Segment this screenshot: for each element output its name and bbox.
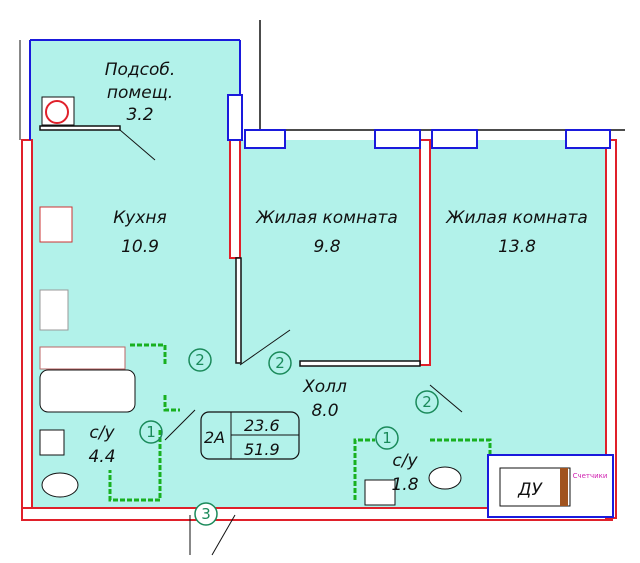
svg-text:2: 2 [422,393,432,411]
room1-area: 9.8 [313,237,340,257]
wc-area: 1.8 [391,475,418,495]
apartment-type: 2А [204,428,225,447]
hall-name: Холл [302,377,347,397]
living-area: 23.6 [244,416,280,435]
bath-area: 4.4 [88,447,115,467]
svg-text:2: 2 [275,354,285,372]
door-markers: 1 2 2 2 1 1 3 [139,348,439,526]
washbasin-icon-2 [39,429,65,456]
door-marker: 2 [415,390,439,414]
wc-name: с/у [392,451,418,471]
bath-name: с/у [89,423,115,443]
pantry-name-1: Подсоб. [105,60,176,80]
apartment-badge: 2А 23.6 51.9 [200,411,300,460]
counter-label: Счетчики [573,472,608,480]
doors [119,129,463,556]
fixtures [39,96,462,506]
door-marker: 1 [139,420,163,444]
shaft: ДУ Счетчики [487,454,614,518]
svg-text:2: 2 [195,351,205,369]
hall-area: 8.0 [311,401,338,421]
stove-icon [39,206,73,243]
kitchen-name: Кухня [113,208,167,228]
room1-fill [240,140,425,365]
pantry-area: 3.2 [126,105,153,125]
svg-text:1: 1 [382,429,392,447]
kitchen-area: 10.9 [121,237,159,257]
svg-text:3: 3 [201,505,211,523]
total-area: 51.9 [244,440,280,459]
room1-name: Жилая комната [255,208,398,228]
shaft-label: ДУ [517,480,543,500]
sink-icon [39,289,69,331]
room-labels: Подсоб. помещ. 3.2 Кухня 10.9 Жилая комн… [88,60,587,495]
bathtub-icon [39,369,136,413]
door-marker: 2 [268,351,292,375]
toilet-icon [41,472,79,498]
room2-area: 13.8 [498,237,536,257]
room2-name: Жилая комната [445,208,588,228]
room-fills [30,40,610,510]
door-marker: 2 [188,348,212,372]
door-marker: 1 [375,426,399,450]
washbasin-icon [364,479,396,506]
windows [227,94,611,149]
svg-text:1: 1 [146,423,156,441]
counter-icon [39,346,126,370]
door-marker: 3 [194,502,218,526]
toilet-icon-2 [428,466,462,490]
pantry-name-2: помещ. [107,83,173,103]
